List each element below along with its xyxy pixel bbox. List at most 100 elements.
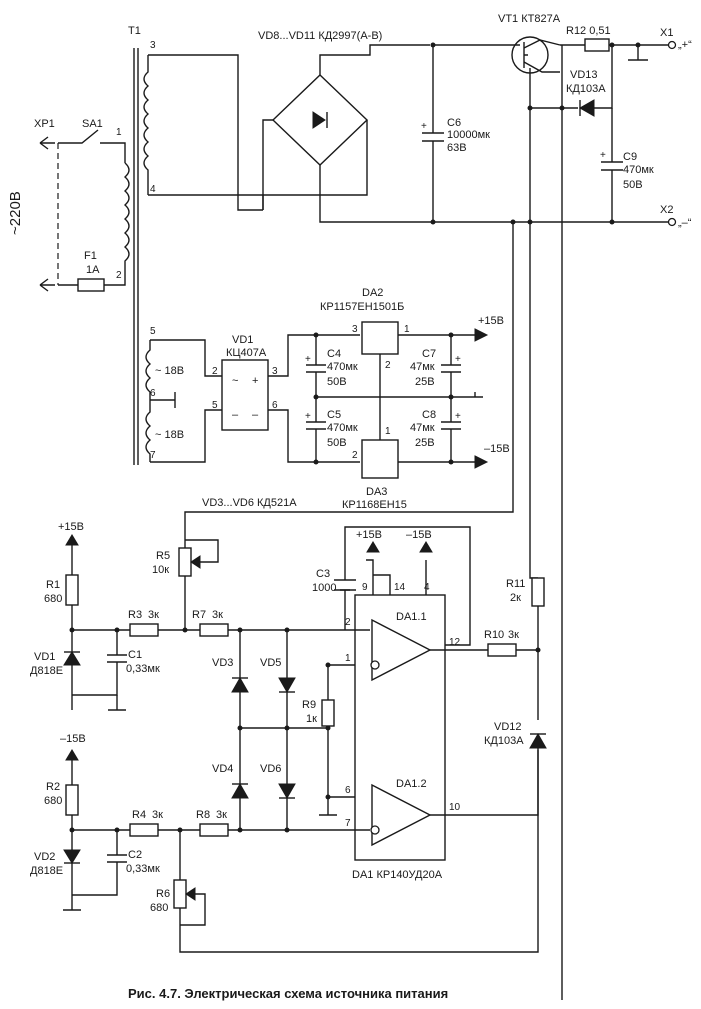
svg-text:VD1: VD1 — [232, 334, 253, 346]
svg-text:C4: C4 — [327, 348, 341, 360]
svg-text:–15В: –15В — [60, 733, 86, 745]
svg-text:R7: R7 — [192, 609, 206, 621]
svg-text:25В: 25В — [415, 376, 435, 388]
svg-text:R2: R2 — [46, 781, 60, 793]
svg-text:R10: R10 — [484, 629, 504, 641]
svg-text:КЦ407А: КЦ407А — [226, 347, 267, 359]
svg-text:63В: 63В — [447, 142, 467, 154]
mains-input: XP1 SA1 ~220В F1 1А — [7, 118, 130, 292]
svg-text:R6: R6 — [156, 888, 170, 900]
svg-text:–: – — [252, 409, 259, 421]
svg-text:2: 2 — [385, 360, 391, 371]
regulator-da2: DA2 КР1157ЕН1501Б 3 1 2 — [320, 287, 475, 462]
svg-text:+: + — [421, 121, 427, 132]
svg-text:4: 4 — [424, 582, 430, 593]
svg-text:VD13: VD13 — [570, 69, 598, 81]
svg-text:+: + — [252, 375, 258, 387]
svg-text:R11: R11 — [506, 578, 525, 590]
svg-text:2: 2 — [352, 450, 358, 461]
capacitor-c6: + C6 10000мк 63В — [421, 42, 490, 225]
capacitor-c5: + C5 470мк 50В — [305, 394, 358, 465]
svg-text:R1: R1 — [46, 579, 60, 591]
svg-text:КР1157ЕН1501Б: КР1157ЕН1501Б — [320, 301, 404, 313]
zener-branch-plus: +15В R1 680 VD1 Д818Е R3 3к C1 0,33мк R7… — [30, 521, 345, 711]
svg-text:+15В: +15В — [356, 529, 382, 541]
svg-text:R12 0,51: R12 0,51 — [566, 25, 611, 37]
svg-text:47мк: 47мк — [410, 361, 435, 373]
svg-text:C9: C9 — [623, 151, 637, 163]
svg-text:4: 4 — [150, 184, 156, 195]
fuse-label: F1 — [84, 250, 97, 262]
svg-text:VD5: VD5 — [260, 657, 281, 669]
svg-text:1: 1 — [404, 324, 410, 335]
svg-text:„+“: „+“ — [678, 39, 692, 51]
svg-text:0,33мк: 0,33мк — [126, 863, 160, 875]
svg-text:~ 18В: ~ 18В — [155, 365, 184, 377]
svg-text:VD6: VD6 — [260, 763, 281, 775]
svg-text:680: 680 — [44, 593, 62, 605]
svg-text:1: 1 — [345, 653, 351, 664]
resistor-r11: R11 2к — [506, 222, 545, 720]
svg-text:~ 18В: ~ 18В — [155, 429, 184, 441]
svg-text:C5: C5 — [327, 409, 341, 421]
bridge-vd8-vd11: VD8...VD11 КД2997(А-В) — [148, 30, 638, 223]
capacitor-c7: + C7 47мк 25В — [410, 332, 461, 400]
svg-text:14: 14 — [394, 582, 406, 593]
svg-text:+: + — [305, 354, 311, 365]
svg-text:~: ~ — [232, 375, 238, 387]
terminal-x2[interactable] — [667, 217, 677, 227]
svg-text:0,33мк: 0,33мк — [126, 663, 160, 675]
diode-vd12: VD12 КД103А — [484, 721, 547, 749]
svg-text:3к: 3к — [216, 809, 227, 821]
output-terminals: X1 „+“ X2 „–“ — [510, 27, 692, 229]
svg-text:DA2: DA2 — [362, 287, 383, 299]
svg-text:C6: C6 — [447, 117, 461, 129]
switch-label: SA1 — [82, 118, 103, 130]
svg-text:47мк: 47мк — [410, 422, 435, 434]
svg-text:1к: 1к — [306, 713, 317, 725]
svg-text:R4: R4 — [132, 809, 146, 821]
transistor-vt1: VT1 КТ827А — [433, 13, 561, 222]
svg-text:C7: C7 — [422, 348, 436, 360]
svg-text:VD3...VD6 КД521А: VD3...VD6 КД521А — [202, 497, 297, 509]
resistor-r6: R6 680 — [150, 748, 539, 953]
svg-text:5: 5 — [212, 400, 218, 411]
opamp-type: DA1 КР140УД20А — [352, 869, 443, 881]
svg-text:470мк: 470мк — [327, 422, 358, 434]
rails-outputs: +15В –15В — [474, 315, 510, 469]
svg-text:–15В: –15В — [484, 443, 510, 455]
svg-text:6: 6 — [345, 785, 351, 796]
terminal-x1[interactable] — [667, 40, 677, 50]
svg-text:DA1.1: DA1.1 — [396, 611, 427, 623]
svg-text:10000мк: 10000мк — [447, 129, 490, 141]
svg-text:12: 12 — [449, 637, 461, 648]
svg-text:50В: 50В — [623, 179, 643, 191]
svg-text:470мк: 470мк — [327, 361, 358, 373]
svg-text:+: + — [600, 150, 606, 161]
svg-text:9: 9 — [362, 582, 368, 593]
opamp-da1: DA1.1 DA1.2 2 1 12 6 7 10 9 14 4 +15В –1… — [345, 529, 539, 881]
plug-label: XP1 — [34, 118, 55, 130]
svg-text:R3: R3 — [128, 609, 142, 621]
svg-text:C1: C1 — [128, 649, 142, 661]
svg-text:Д818Е: Д818Е — [30, 865, 63, 877]
svg-text:3к: 3к — [508, 629, 519, 641]
bridge-vd1: VD1 КЦ407А 2 3 5 6 ~ + – – — [212, 334, 360, 463]
capacitor-c3: C3 1000 — [312, 526, 471, 646]
svg-text:DA1.2: DA1.2 — [396, 778, 427, 790]
svg-text:3к: 3к — [212, 609, 223, 621]
svg-text:DA3: DA3 — [366, 486, 387, 498]
svg-text:„–“: „–“ — [678, 217, 692, 229]
transformer-label: T1 — [128, 25, 141, 37]
svg-text:680: 680 — [150, 902, 168, 914]
svg-text:VD1: VD1 — [34, 651, 55, 663]
svg-text:6: 6 — [272, 400, 278, 411]
svg-text:VD4: VD4 — [212, 763, 233, 775]
svg-text:КД103А: КД103А — [484, 735, 524, 747]
svg-text:X2: X2 — [660, 204, 673, 216]
svg-text:7: 7 — [150, 450, 156, 461]
svg-text:2: 2 — [212, 366, 218, 377]
resistor-r5: VD3...VD6 КД521А R5 10к — [152, 222, 514, 630]
svg-text:7: 7 — [345, 818, 351, 829]
